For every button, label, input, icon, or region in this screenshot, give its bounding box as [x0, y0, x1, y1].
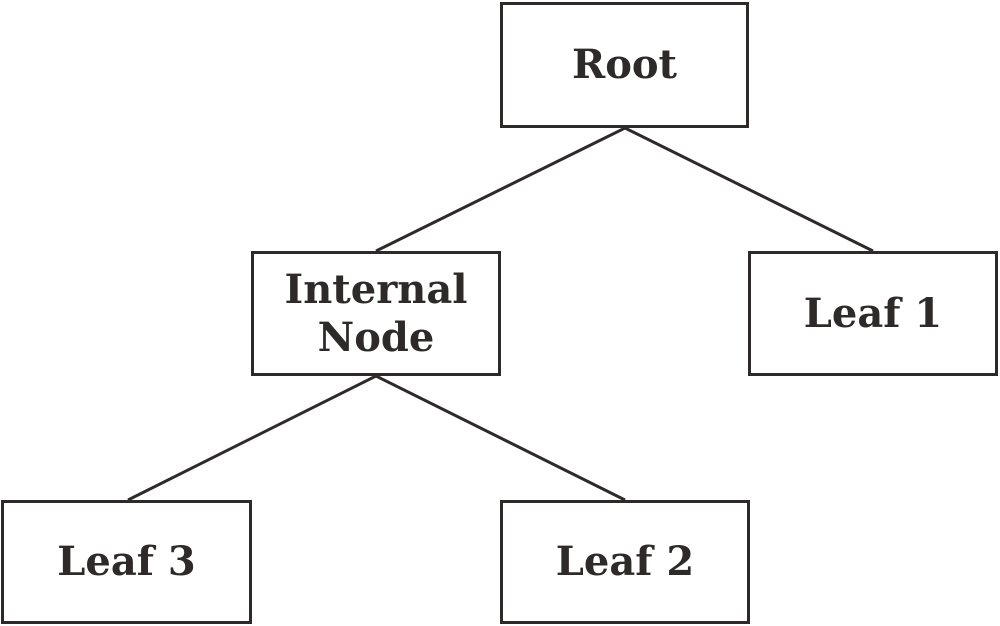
node-leaf-3: Leaf 3	[1, 500, 252, 624]
node-root: Root	[500, 2, 749, 128]
edge-root-leaf1	[624, 126, 874, 253]
node-internal: Internal Node	[251, 251, 501, 376]
edge-internal-leaf2	[375, 374, 626, 502]
node-leaf-1: Leaf 1	[748, 251, 998, 376]
node-leaf-1-label: Leaf 1	[803, 289, 943, 337]
edge-internal-leaf3	[127, 374, 377, 502]
node-leaf-2-label: Leaf 2	[555, 538, 695, 585]
edge-root-internal	[375, 126, 626, 253]
node-root-label: Root	[571, 41, 678, 88]
node-internal-label-line2: Node	[317, 313, 435, 361]
node-leaf-3-label: Leaf 3	[57, 538, 196, 585]
node-leaf-2: Leaf 2	[500, 500, 750, 624]
node-internal-label-line1: Internal	[284, 265, 468, 313]
